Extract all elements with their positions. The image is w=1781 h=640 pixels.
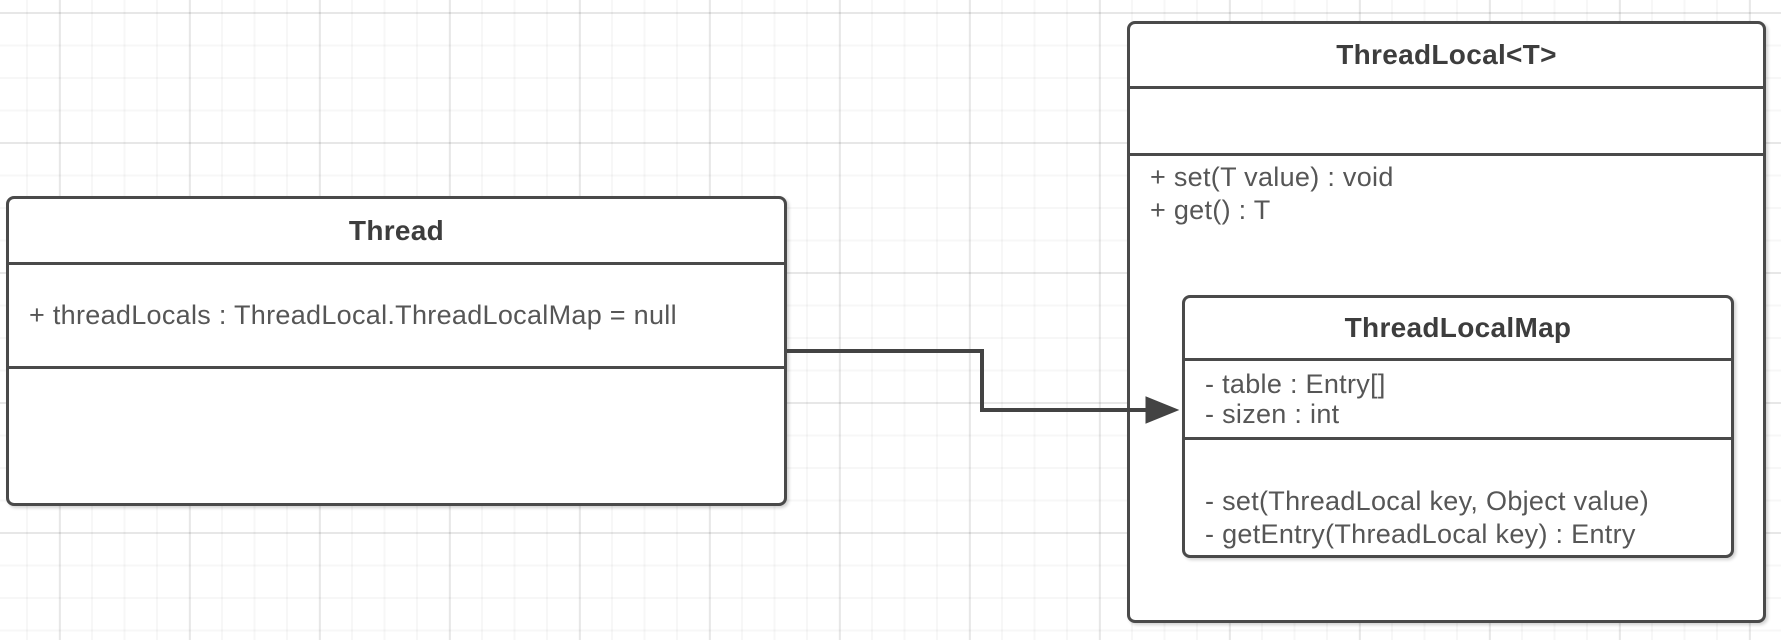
class-attribute-sizen: - sizen : int (1205, 399, 1340, 429)
class-attribute-threadlocals: + threadLocals : ThreadLocal.ThreadLocal… (29, 300, 677, 330)
empty-attributes-compartment (1130, 86, 1763, 153)
association-line[interactable] (787, 349, 1150, 412)
class-box-threadlocalmap[interactable]: ThreadLocalMap - table : Entry[] - sizen… (1182, 295, 1734, 558)
class-method-getentry: - getEntry(ThreadLocal key) : Entry (1205, 519, 1636, 549)
class-method-map-set: - set(ThreadLocal key, Object value) (1205, 486, 1649, 516)
class-method-set: + set(T value) : void (1150, 162, 1394, 192)
class-attribute-table: - table : Entry[] (1205, 369, 1386, 399)
class-title-threadlocal: ThreadLocal<T> (1336, 39, 1557, 70)
class-box-thread[interactable]: Thread + threadLocals : ThreadLocal.Thre… (6, 196, 787, 506)
class-method-get: + get() : T (1150, 195, 1271, 225)
class-title-threadlocalmap: ThreadLocalMap (1344, 312, 1572, 343)
empty-methods-compartment (9, 366, 784, 503)
class-title-thread: Thread (348, 214, 445, 246)
